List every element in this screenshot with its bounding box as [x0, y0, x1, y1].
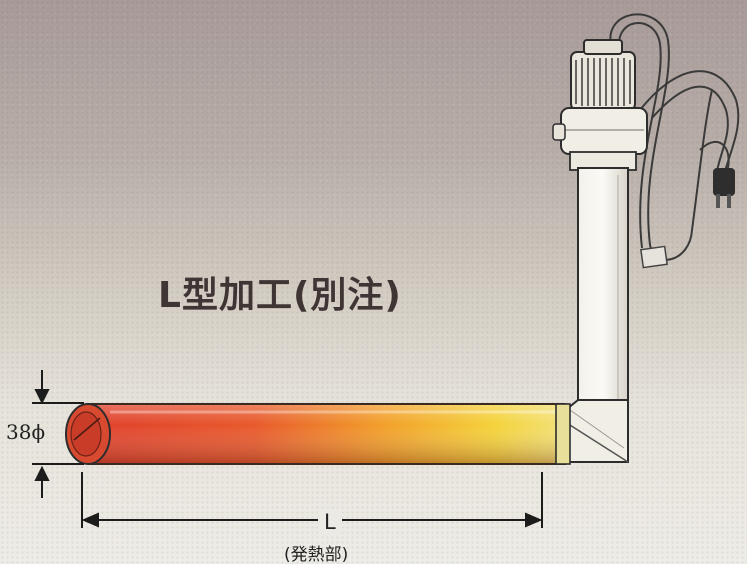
heating-rod: [65, 403, 571, 465]
diameter-label: 38ϕ: [6, 420, 46, 444]
plug-icon: [713, 168, 735, 208]
mounting-collar: [552, 107, 648, 171]
cord-clip: [640, 245, 668, 269]
length-label: L: [318, 510, 342, 534]
diagram-title: L型加工(別注): [158, 275, 402, 316]
length-dimension: [81, 472, 543, 528]
length-sublabel: (発熱部): [284, 545, 349, 565]
diameter-dimension: [32, 370, 84, 498]
terminal-cap: [570, 39, 636, 111]
vertical-tube: [555, 167, 629, 463]
power-cord: [609, 13, 740, 261]
